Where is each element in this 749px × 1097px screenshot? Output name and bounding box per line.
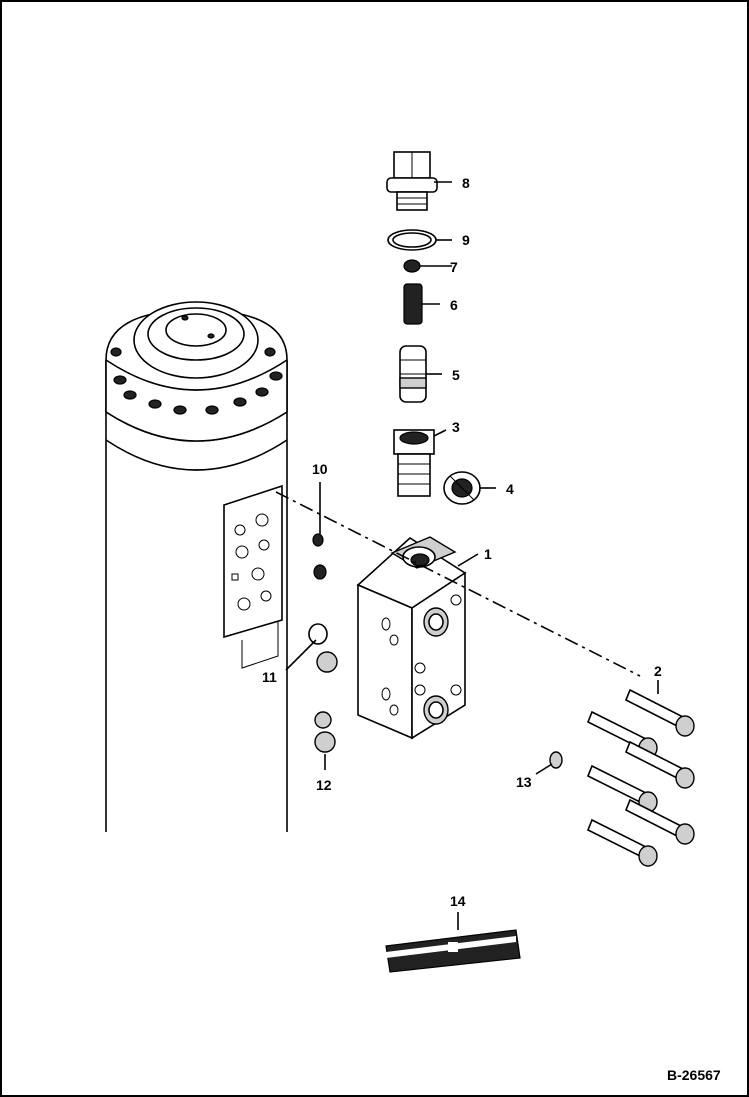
callout-3: 3 <box>452 419 460 435</box>
callout-1: 1 <box>484 546 492 562</box>
cartridge-3 <box>393 429 435 497</box>
orings-plugs <box>308 533 338 753</box>
gasket <box>223 484 283 669</box>
callout-13: 13 <box>516 774 532 790</box>
callout-8: 8 <box>462 175 470 191</box>
spool-5 <box>399 345 427 403</box>
spring-6 <box>403 283 423 325</box>
callout-12: 12 <box>316 777 332 793</box>
bolts <box>586 688 695 867</box>
callout-5: 5 <box>452 367 460 383</box>
valve-block <box>356 536 467 740</box>
callout-4: 4 <box>506 481 514 497</box>
ring-7 <box>403 259 421 273</box>
leader-lines <box>275 181 659 930</box>
callout-6: 6 <box>450 297 458 313</box>
callout-10: 10 <box>312 461 328 477</box>
spring-4 <box>443 471 481 505</box>
callout-2: 2 <box>654 663 662 679</box>
callout-7: 7 <box>450 259 458 275</box>
cylinder <box>105 301 288 832</box>
plug-8 <box>386 151 438 211</box>
callout-11: 11 <box>262 669 277 685</box>
figure-reference: B-26567 <box>667 1067 721 1083</box>
label-plate-14 <box>385 929 521 973</box>
fitting-13 <box>549 751 563 769</box>
callout-14: 14 <box>450 893 466 909</box>
callout-9: 9 <box>462 232 470 248</box>
